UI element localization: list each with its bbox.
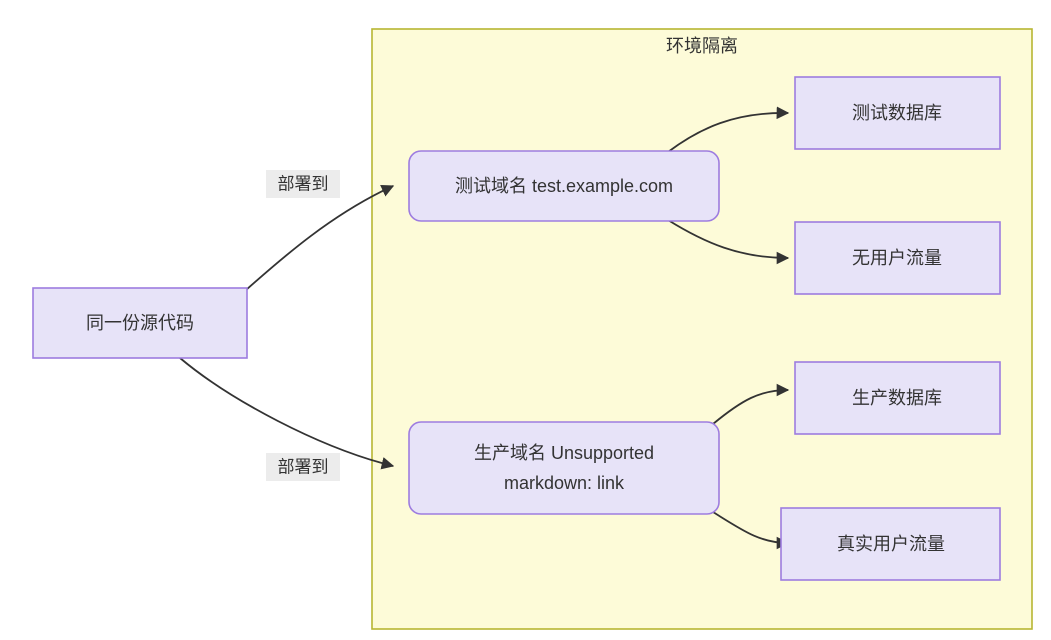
node-prod-db-rect[interactable] (794, 361, 1001, 435)
edge-label-background (266, 170, 340, 198)
node-real-user-traffic[interactable]: 真实用户流量 (780, 507, 1001, 581)
edge-source-to-prod-domain (179, 357, 395, 470)
node-prod-domain-label-line-2: markdown: link (504, 473, 625, 493)
node-prod-db-label: 生产数据库 (852, 388, 942, 408)
node-test-domain-rect[interactable] (408, 150, 720, 222)
node-test-db-label: 测试数据库 (852, 103, 942, 123)
edge-test-domain-to-no-user-traffic (667, 219, 790, 265)
node-no-user-traffic[interactable]: 无用户流量 (794, 221, 1001, 295)
node-prod-domain-label-line-1: 生产域名 Unsupported (474, 443, 654, 463)
node-source[interactable]: 同一份源代码 (32, 287, 248, 359)
node-real-user-traffic-rect[interactable] (780, 507, 1001, 581)
node-no-user-traffic-rect[interactable] (794, 221, 1001, 295)
node-test-domain[interactable]: 测试域名 test.example.com (408, 150, 720, 222)
node-source-rect[interactable] (32, 287, 248, 359)
edge-test-domain-to-test-db (667, 106, 790, 153)
edge-label-text: 部署到 (278, 457, 329, 476)
cluster-label: 环境隔离 (666, 36, 738, 56)
edge-label-source-to-prod: 部署到 (266, 453, 340, 481)
node-no-user-traffic-label: 无用户流量 (852, 248, 942, 268)
edge-source-to-test-domain (245, 185, 395, 291)
node-test-domain-label: 测试域名 test.example.com (455, 176, 673, 196)
edge-label-layer: 部署到 部署到 (266, 170, 340, 481)
node-test-db[interactable]: 测试数据库 (794, 76, 1001, 150)
node-source-label: 同一份源代码 (86, 313, 194, 333)
node-real-user-traffic-label: 真实用户流量 (837, 534, 945, 554)
edge-layer (179, 106, 790, 550)
node-prod-domain[interactable]: 生产域名 Unsupported markdown: link (408, 421, 720, 515)
node-prod-db[interactable]: 生产数据库 (794, 361, 1001, 435)
edge-label-background (266, 453, 340, 481)
edge-prod-domain-to-real-user-traffic (712, 511, 790, 550)
node-test-db-rect[interactable] (794, 76, 1001, 150)
edge-prod-domain-to-prod-db (712, 383, 790, 425)
edge-label-text: 部署到 (278, 174, 329, 193)
node-prod-domain-rect[interactable] (408, 421, 720, 515)
edge-label-source-to-test: 部署到 (266, 170, 340, 198)
